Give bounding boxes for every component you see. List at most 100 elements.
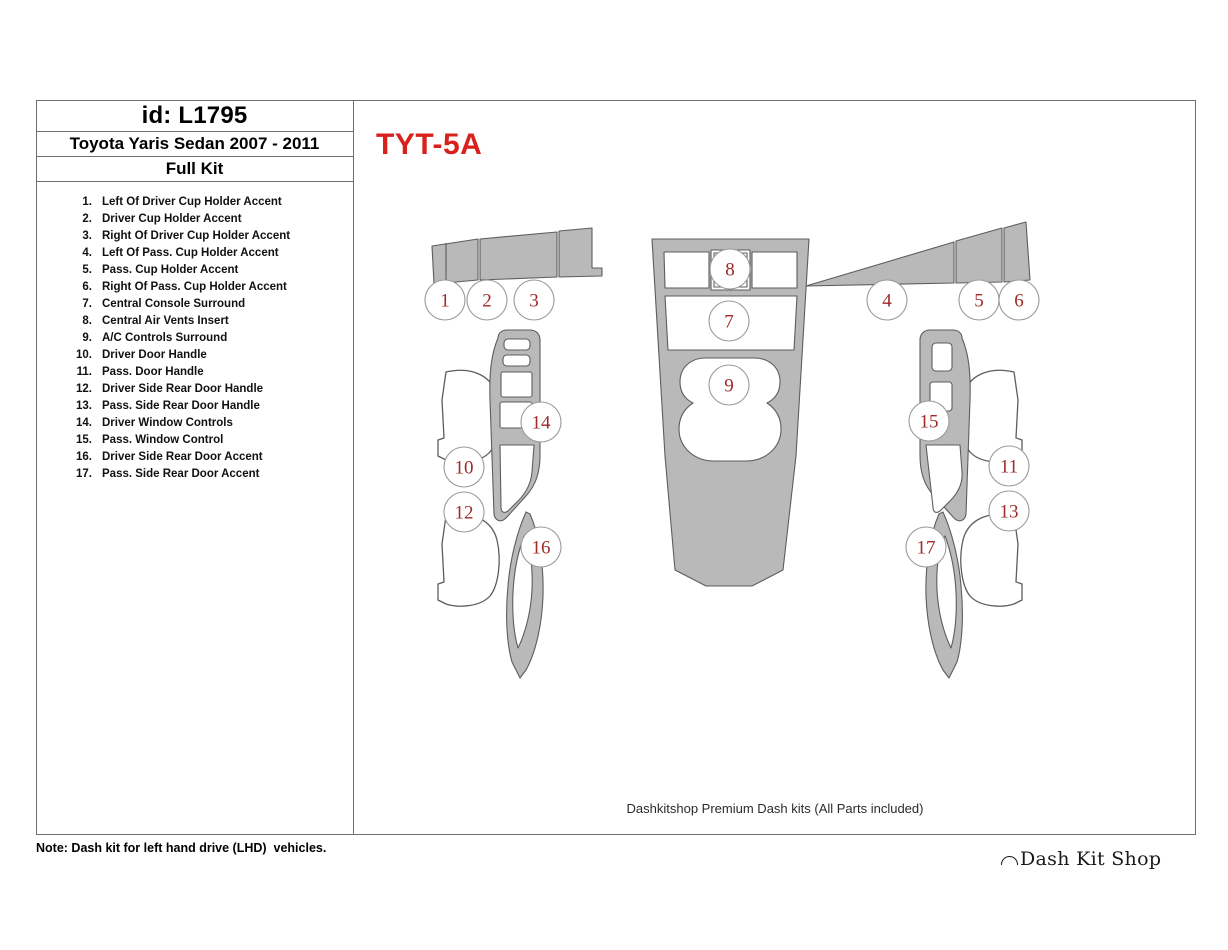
callout-8: 8: [709, 248, 751, 290]
callout-number: 13: [1000, 502, 1019, 523]
part-label: Right Of Pass. Cup Holder Accent: [102, 281, 287, 293]
callout-number: 7: [724, 312, 734, 333]
callout-13: 13: [988, 490, 1030, 532]
part-row: 14. Driver Window Controls: [36, 417, 353, 434]
part-label: Right Of Driver Cup Holder Accent: [102, 230, 291, 242]
part-label: Driver Window Controls: [102, 417, 233, 429]
brand-name: Dash Kit Shop: [1020, 848, 1162, 870]
callout-number: 6: [1014, 291, 1024, 312]
callout-number: 9: [724, 376, 734, 397]
part-label: Pass. Side Rear Door Accent: [102, 468, 260, 480]
callout-number: 3: [529, 291, 539, 312]
part-number: 13.: [76, 400, 92, 412]
callout-12: 12: [443, 491, 485, 533]
lhd-note: Note: Dash kit for left hand drive (LHD)…: [36, 841, 327, 855]
part-number: 14.: [76, 417, 92, 429]
callout-number: 4: [882, 291, 892, 312]
callout-5: 5: [958, 279, 1000, 321]
part-row: 13. Pass. Side Rear Door Handle: [36, 400, 353, 417]
arch-mark-icon: [1001, 855, 1018, 865]
callout-15: 15: [908, 400, 950, 442]
callout-circle: [908, 400, 950, 442]
callout-circle: [866, 279, 908, 321]
info-panel: id: L1795 Toyota Yaris Sedan 2007 - 2011…: [36, 100, 354, 835]
part-number: 6.: [82, 281, 92, 293]
callout-10: 10: [443, 446, 485, 488]
part-row: 6. Right Of Pass. Cup Holder Accent: [36, 281, 353, 298]
callout-circle: [708, 300, 750, 342]
callout-circle: [708, 364, 750, 406]
callout-number: 15: [920, 412, 939, 433]
callout-number: 14: [532, 413, 552, 434]
callout-circle: [905, 526, 947, 568]
callout-circle: [513, 279, 555, 321]
part-row: 10.Driver Door Handle: [36, 349, 353, 366]
callout-7: 7: [708, 300, 750, 342]
part-label: A/C Controls Surround: [102, 332, 228, 344]
part-row: 12.Driver Side Rear Door Handle: [36, 383, 353, 400]
callout-17: 17: [905, 526, 947, 568]
callout-circle: [466, 279, 508, 321]
part-label: Pass. Window Control: [102, 434, 224, 446]
part-number: 8.: [82, 315, 92, 327]
callout-16: 16: [520, 526, 562, 568]
part-label: Pass. Door Handle: [102, 366, 204, 378]
premium-caption: Dashkitshop Premium Dash kits (All Parts…: [626, 801, 924, 816]
part-group-driver-cupholder: [431, 227, 603, 285]
kit-type: Full Kit: [36, 157, 353, 182]
part-number: 11.: [76, 366, 92, 378]
part-row: 16. Driver Side Rear Door Accent: [36, 451, 353, 468]
callout-number: 2: [482, 291, 492, 312]
callout-circle: [443, 446, 485, 488]
part-row: 2. Driver Cup Holder Accent: [36, 213, 353, 230]
part-label: Central Console Surround: [102, 298, 246, 310]
part-row: 9. A/C Controls Surround: [36, 332, 353, 349]
callout-circle: [709, 248, 751, 290]
callout-number: 11: [1000, 457, 1018, 478]
part-13-passenger-rear-door-handle: [960, 513, 1023, 607]
callout-circle: [520, 401, 562, 443]
part-label: Driver Side Rear Door Handle: [102, 383, 264, 395]
callout-circle: [988, 445, 1030, 487]
part-label: Driver Cup Holder Accent: [102, 213, 242, 225]
callout-6: 6: [998, 279, 1040, 321]
callout-9: 9: [708, 364, 750, 406]
part-label: Left Of Driver Cup Holder Accent: [102, 196, 282, 208]
part-number: 15.: [76, 434, 92, 446]
part-label: Pass. Side Rear Door Handle: [102, 400, 260, 412]
dash-kit-shop-logo: Dash Kit Shop: [1001, 848, 1161, 870]
part-label: Left Of Pass. Cup Holder Accent: [102, 247, 279, 259]
callout-number: 5: [974, 291, 984, 312]
callout-4: 4: [866, 279, 908, 321]
part-number: 17.: [76, 468, 92, 480]
part-label: Driver Side Rear Door Accent: [102, 451, 263, 463]
part-group-passenger-cupholder: [805, 221, 1031, 287]
vehicle-model: Toyota Yaris Sedan 2007 - 2011: [36, 132, 353, 157]
part-label: Pass. Cup Holder Accent: [102, 264, 239, 276]
callout-11: 11: [988, 445, 1030, 487]
part-row: 11. Pass. Door Handle: [36, 366, 353, 383]
callout-2: 2: [466, 279, 508, 321]
callout-circle: [998, 279, 1040, 321]
callout-number: 1: [440, 291, 450, 312]
part-number: 2.: [82, 213, 92, 225]
part-number: 4.: [82, 247, 92, 259]
callout-3: 3: [513, 279, 555, 321]
part-number: 9.: [82, 332, 92, 344]
kit-id: id: L1795: [36, 100, 353, 132]
part-row: 15. Pass. Window Control: [36, 434, 353, 451]
callout-number: 8: [725, 260, 735, 281]
part-number: 3.: [82, 230, 92, 242]
callout-circle: [520, 526, 562, 568]
callout-number: 16: [532, 538, 551, 559]
part-row: 7.Central Console Surround: [36, 298, 353, 315]
callout-circle: [988, 490, 1030, 532]
callout-1: 1: [424, 279, 466, 321]
callout-number: 10: [455, 458, 474, 479]
part-row: 1.Left Of Driver Cup Holder Accent: [36, 196, 353, 213]
part-label: Driver Door Handle: [102, 349, 207, 361]
callout-14: 14: [520, 401, 562, 443]
part-number: 16.: [76, 451, 92, 463]
